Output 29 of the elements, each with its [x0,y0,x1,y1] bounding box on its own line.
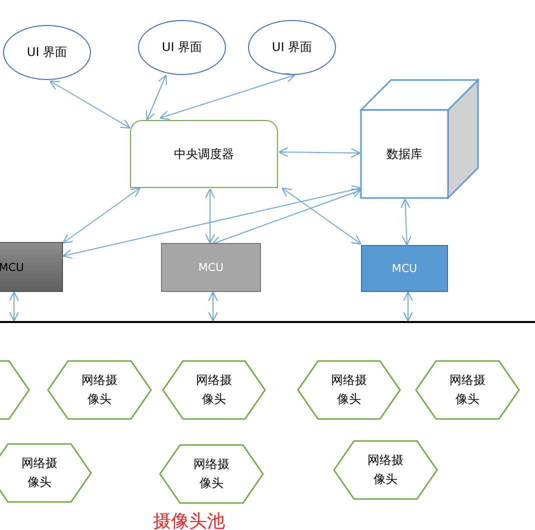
caption: 摄像头池 [153,510,225,530]
arrow [159,72,296,120]
arrow [204,188,216,244]
arrow [278,147,361,158]
ui-ellipse: UI 界面 [138,20,226,75]
arrow [8,291,20,322]
camera-hexagon: 网络摄像头 [160,444,263,504]
arrow [400,198,412,246]
arrow [146,74,168,121]
arrow [211,188,362,246]
mcu-box: MCU [0,242,63,292]
scheduler-box: 中央调度器 [130,120,278,188]
mcu-box: MCU [161,243,261,292]
camera-hexagon: 网络摄像头 [0,443,91,503]
camera-hexagon: 网络摄像头 [334,440,437,500]
camera-hexagon: 网络摄像头 [298,360,400,420]
arrow [49,80,131,129]
arrow [281,187,362,245]
arrow [208,291,218,322]
camera-hexagon: 网络摄像头 [163,360,265,420]
ui-ellipse: UI 界面 [248,20,336,75]
bus-line [0,321,535,323]
camera-hexagon: 网络摄像头 [416,360,519,420]
arrow [62,185,362,259]
camera-hexagon: 网络摄像头 [48,360,151,420]
arrow [402,291,414,322]
mcu-box: MCU [361,245,448,292]
arrow [62,187,141,244]
ui-ellipse: UI 界面 [3,25,91,80]
